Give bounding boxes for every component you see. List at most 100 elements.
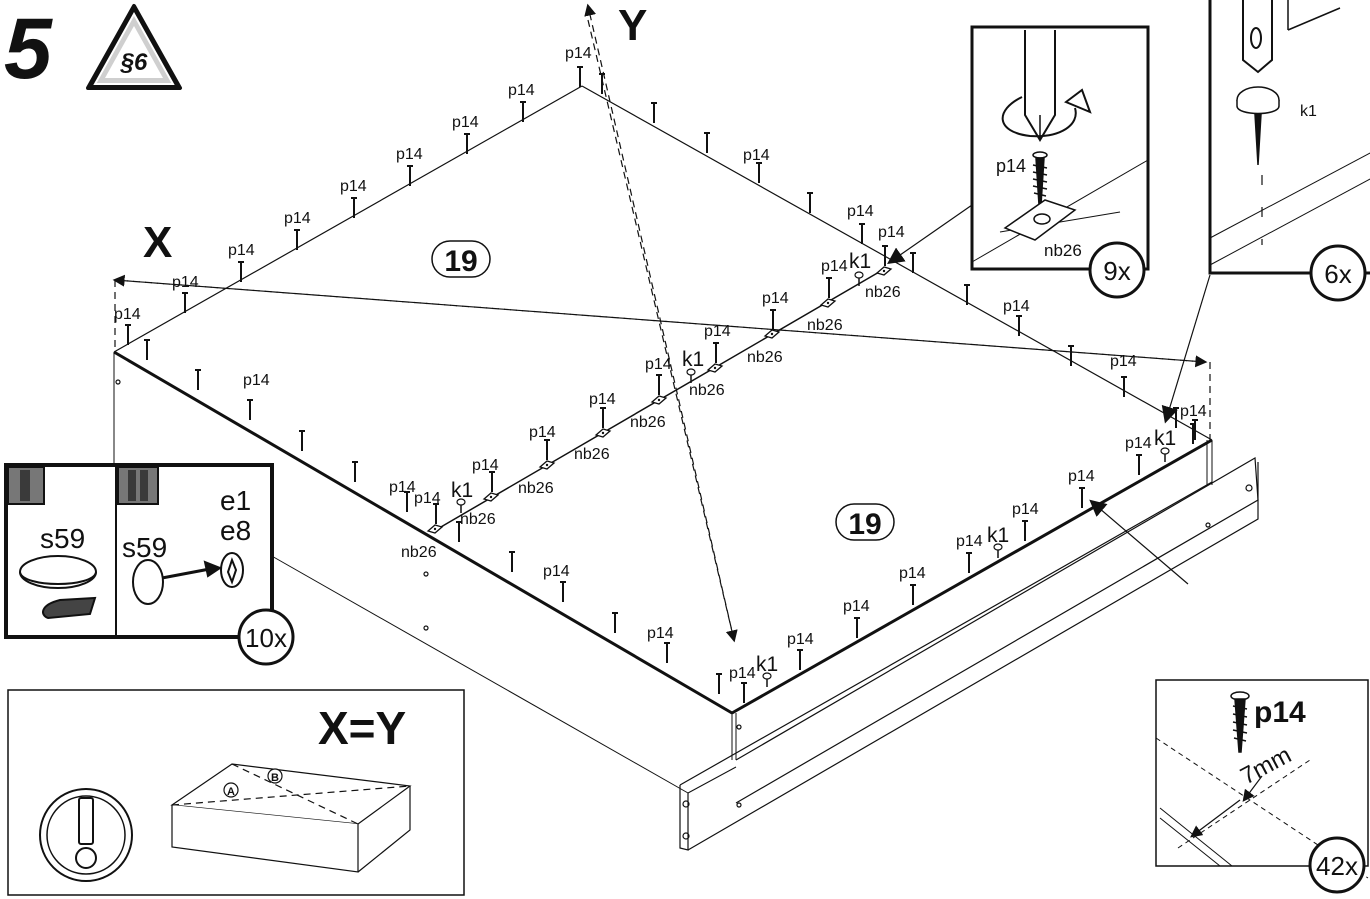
screw-label: p14 xyxy=(996,156,1026,176)
screw-p14 xyxy=(144,339,150,360)
screw-label: p14 xyxy=(529,424,556,441)
screw-p14 xyxy=(756,162,762,183)
diag-a-label: A xyxy=(227,786,235,798)
screw-label: p14 xyxy=(847,203,874,220)
panel-label: 19 xyxy=(444,245,477,278)
screw-p14 xyxy=(1016,315,1022,336)
screw-p14 xyxy=(664,642,670,663)
screw-p14 xyxy=(1136,454,1142,475)
screw-label: p14 xyxy=(899,565,926,582)
screw-p14 xyxy=(1121,376,1127,397)
clip-icon xyxy=(1003,199,1077,241)
callout-pointers xyxy=(887,204,1211,585)
clip-nb26 xyxy=(482,492,500,502)
warning-triangle-icon xyxy=(86,4,182,90)
screw-label: p14 xyxy=(762,290,789,307)
clip-nb26 xyxy=(706,363,724,373)
clip-label: nb26 xyxy=(865,284,901,301)
screw-p14 xyxy=(433,503,439,524)
clip-nb26 xyxy=(875,266,893,276)
clip-label: nb26 xyxy=(1044,241,1082,260)
screw-label: p14 xyxy=(1003,298,1030,315)
clip-label: nb26 xyxy=(747,349,783,366)
axis-y-label: Y xyxy=(618,1,647,50)
screw-p14 xyxy=(351,197,357,218)
screw-p14 xyxy=(509,551,515,572)
screw-label: p14 xyxy=(228,242,255,259)
clip-label: nb26 xyxy=(460,511,496,528)
screw-p14 xyxy=(716,673,722,694)
screw-p14 xyxy=(182,292,188,313)
screw-p14 xyxy=(854,617,860,638)
cap-insert-icon xyxy=(132,552,244,605)
screw-p14 xyxy=(966,552,972,573)
screw-p14 xyxy=(1190,423,1196,444)
screw-p14 xyxy=(797,649,803,670)
screw-p14 xyxy=(651,102,657,123)
screw-p14 xyxy=(195,369,201,390)
rotate-arrow-icon xyxy=(1001,88,1092,138)
cap-alt-label-e8: e8 xyxy=(220,515,251,546)
screw-label: p14 xyxy=(647,625,674,642)
screw-p14 xyxy=(859,223,865,244)
nail-label: k1 xyxy=(682,348,704,371)
cap-label-step-one: s59 xyxy=(40,523,85,554)
screw-label: p14 xyxy=(1125,435,1152,452)
step-number: 5 xyxy=(4,1,53,97)
screw-p14 xyxy=(713,342,719,363)
nail-k1 xyxy=(456,498,466,513)
section-mark: §6 xyxy=(120,49,148,76)
cap-alt-label-e1: e1 xyxy=(220,485,251,516)
screw-label: p14 xyxy=(743,147,770,164)
screw-p14 xyxy=(1079,487,1085,508)
nail-count-badge: 6x xyxy=(1324,259,1351,289)
square-formula: X=Y xyxy=(318,702,406,754)
clip-nb26 xyxy=(650,395,668,405)
screw-label: p14 xyxy=(414,490,441,507)
screw-p14 xyxy=(599,73,605,94)
screw-p14 xyxy=(247,399,253,420)
screw-p14 xyxy=(456,521,462,542)
step-one-tab xyxy=(7,466,45,505)
clip-nb26 xyxy=(594,428,612,438)
screw-label: p14 xyxy=(472,457,499,474)
screw-label: p14 xyxy=(729,665,756,682)
screw-p14 xyxy=(612,612,618,633)
screw-p14 xyxy=(964,284,970,305)
screw-p14 xyxy=(520,101,526,122)
screw-label: p14 xyxy=(284,210,311,227)
clip-label: nb26 xyxy=(689,382,725,399)
screw-label: p14 xyxy=(243,372,270,389)
nail-k1 xyxy=(854,271,864,286)
screw-label: p14 xyxy=(704,323,731,340)
nail-label: k1 xyxy=(987,524,1009,547)
panel-label: 19 xyxy=(848,508,881,541)
clip-nb26 xyxy=(763,329,781,339)
screw-p14 xyxy=(704,132,710,153)
screw-label: p14 xyxy=(543,563,570,580)
screw-detail-callout: p14 nb26 9x xyxy=(970,25,1150,299)
attention-icon xyxy=(39,788,133,882)
nail-k1 xyxy=(762,672,772,687)
screw-p14 xyxy=(352,461,358,482)
screw-p14 xyxy=(489,471,495,492)
diagonal-measures xyxy=(112,3,1211,643)
clip-label: nb26 xyxy=(574,446,610,463)
spacing-screw-label: p14 xyxy=(1254,696,1306,729)
screw-label: p14 xyxy=(389,479,416,496)
screw-p14 xyxy=(238,261,244,282)
clip-label: nb26 xyxy=(807,317,843,334)
nail-label: k1 xyxy=(849,250,871,273)
axis-x-label: X xyxy=(143,218,172,267)
screw-p14 xyxy=(600,407,606,428)
screw-label: p14 xyxy=(1110,353,1137,370)
screw-p14 xyxy=(577,66,583,87)
spacing-detail-callout: p14 7mm 42x xyxy=(1155,679,1369,894)
clip-label: nb26 xyxy=(518,480,554,497)
clip-nb26 xyxy=(819,298,837,308)
screw-label: p14 xyxy=(340,178,367,195)
screw-p14 xyxy=(464,133,470,154)
screw-label: p14 xyxy=(1012,501,1039,518)
screw-label: p14 xyxy=(787,631,814,648)
screw-p14 xyxy=(770,309,776,330)
